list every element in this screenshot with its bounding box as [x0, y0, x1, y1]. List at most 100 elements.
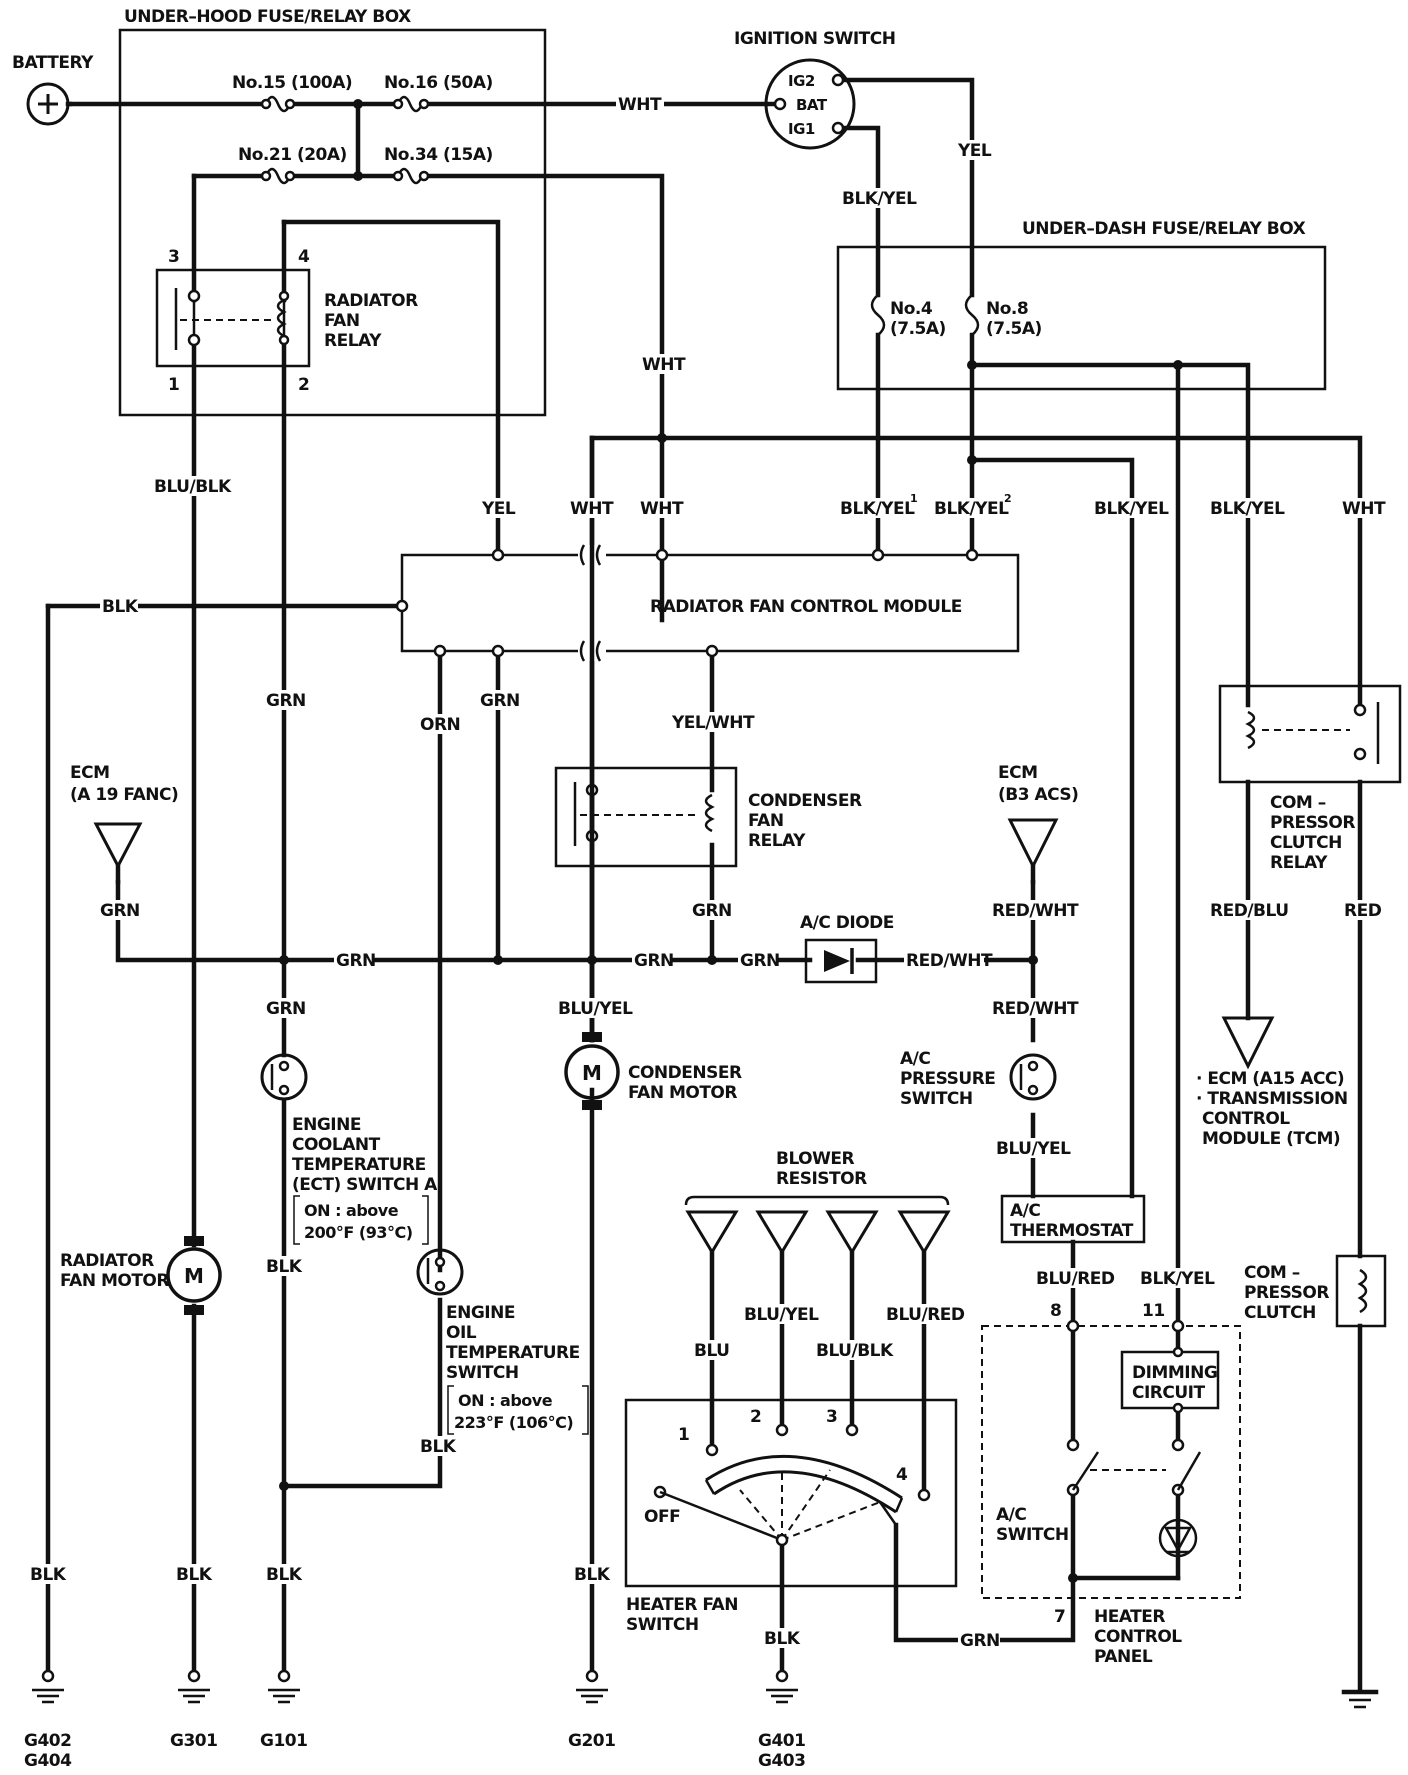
fuse-4-label: No.4 — [890, 299, 933, 319]
ect-label-4: (ECT) SWITCH A — [292, 1175, 438, 1195]
ac-diode-icon — [804, 938, 878, 984]
underdash-box-title: UNDER–DASH FUSE/RELAY BOX — [1022, 219, 1306, 239]
cfm-label-1: CONDENSER — [628, 1063, 742, 1083]
wire-grn-ecm: GRN — [100, 901, 140, 921]
cfr-label-1: CONDENSER — [748, 791, 862, 811]
clutch-label-2: PRESSOR — [1244, 1283, 1329, 1303]
fuse-4-rating: (7.5A) — [890, 319, 946, 339]
ac-pressure-switch-icon — [1009, 1053, 1057, 1101]
cpr-label-4: RELAY — [1270, 853, 1328, 873]
wire-grn-ect: GRN — [266, 999, 306, 1019]
compressor-clutch-coil-icon — [1357, 1268, 1368, 1314]
wire-blk-g201: BLK — [574, 1565, 611, 1585]
wire-blu-bl: BLU — [694, 1341, 730, 1361]
heater-control-panel-box — [981, 1325, 1241, 1599]
hfs-pin-4: 4 — [896, 1465, 908, 1485]
rfm-label-1: RADIATOR — [60, 1251, 154, 1271]
fuse-16-label: No.16 (50A) — [384, 73, 493, 93]
hcp-label-2: CONTROL — [1094, 1627, 1182, 1647]
fuse-15-label: No.15 (100A) — [232, 73, 352, 93]
wire-blk-g301: BLK — [176, 1565, 213, 1585]
acps-label-2: PRESSURE — [900, 1069, 995, 1089]
ecm-fanc-triangle-icon — [93, 822, 143, 870]
wire-blk-mod: BLK — [102, 597, 139, 617]
hcp-pin-11: 11 — [1142, 1301, 1165, 1321]
wire-grn-ect-top: GRN — [266, 691, 306, 711]
text-labels: UNDER–HOOD FUSE/RELAY BOX BATTERY No.15 … — [12, 7, 1386, 1771]
wire-grn-bus3: GRN — [740, 951, 780, 971]
wire-blkyel2-mod: BLK/YEL — [934, 499, 1009, 519]
ecm-acs-label-1: ECM — [998, 763, 1038, 783]
hfs-pin-1: 1 — [678, 1425, 689, 1445]
indicator-led-icon — [1158, 1518, 1198, 1558]
compressor-clutch-relay-icon — [1245, 702, 1380, 764]
wire-blured-bl: BLU/RED — [886, 1305, 965, 1325]
ground-g401: G401 — [758, 1731, 805, 1751]
cfr-label-3: RELAY — [748, 831, 806, 851]
ignition-switch-icon — [764, 58, 856, 150]
ecm-acc-label-3: CONTROL — [1202, 1109, 1290, 1129]
rfr-pin-1: 1 — [168, 375, 179, 395]
rfr-label-3: RELAY — [324, 331, 382, 351]
ecm-fanc-label-2: (A 19 FANC) — [70, 785, 178, 805]
ecm-acc-triangle-icon — [1221, 1016, 1275, 1070]
heater-fan-switch-box — [624, 1398, 958, 1588]
ac-switch-icon — [1066, 1438, 1202, 1497]
bat-label: BAT — [796, 96, 828, 114]
wire-redwht-ecm: RED/WHT — [992, 901, 1079, 921]
ac-switch-label-2: SWITCH — [996, 1525, 1069, 1545]
ground-g403: G403 — [758, 1751, 805, 1770]
wire-blk-g101: BLK — [266, 1565, 303, 1585]
clutch-label-1: COM – — [1244, 1263, 1300, 1283]
ect-label-1: ENGINE — [292, 1115, 361, 1135]
wire-grn-hcp: GRN — [960, 1631, 1000, 1651]
ecm-fanc-label-1: ECM — [70, 763, 110, 783]
fuse-21-label: No.21 (20A) — [238, 145, 347, 165]
heater-fan-switch-icon — [653, 1423, 931, 1547]
ecm-acs-triangle-icon — [1007, 818, 1059, 870]
wire-wht-mod2: WHT — [640, 499, 684, 519]
wire-wht-bat: WHT — [618, 95, 662, 115]
wire-grn-bus1: GRN — [336, 951, 376, 971]
eot-label-4: SWITCH — [446, 1363, 519, 1383]
battery-label: BATTERY — [12, 53, 94, 73]
ground-g201: G201 — [568, 1731, 615, 1751]
hcp-pin-8: 8 — [1050, 1301, 1061, 1321]
rfm-m-label: M — [184, 1264, 203, 1288]
eot-on-line-2: 223°F (106°C) — [454, 1413, 573, 1432]
wire-wht-underhood: WHT — [642, 355, 686, 375]
condenser-fan-relay-icon — [573, 782, 715, 846]
ignition-switch-title: IGNITION SWITCH — [734, 29, 895, 49]
dimming-circuit-box — [1120, 1350, 1220, 1410]
rfr-label-1: RADIATOR — [324, 291, 418, 311]
fuse-34-label: No.34 (15A) — [384, 145, 493, 165]
hcp-label-1: HEATER — [1094, 1607, 1165, 1627]
hfs-label-2: SWITCH — [626, 1615, 699, 1635]
fuse-8-label: No.8 — [986, 299, 1028, 319]
wire-grn-cfr: GRN — [692, 901, 732, 921]
ect-on-line-2: 200°F (93°C) — [304, 1223, 413, 1242]
clutch-label-3: CLUTCH — [1244, 1303, 1316, 1323]
wire-bluyel-bl: BLU/YEL — [744, 1305, 819, 1325]
acps-label-1: A/C — [900, 1049, 930, 1069]
hcp-label-3: PANEL — [1094, 1647, 1153, 1667]
under-hood-fuse-relay-box — [118, 28, 547, 417]
ecm-acc-label-4: MODULE (TCM) — [1202, 1129, 1340, 1149]
dimming-label-2: CIRCUIT — [1132, 1383, 1205, 1403]
blower-label-2: RESISTOR — [776, 1169, 867, 1189]
rfm-label-2: FAN MOTOR — [60, 1271, 169, 1291]
wire-blured-hcp: BLU/RED — [1036, 1269, 1115, 1289]
dimming-label-1: DIMMING — [1132, 1363, 1217, 1383]
eot-switch-icon — [416, 1248, 464, 1296]
wire-bluyel-acps: BLU/YEL — [996, 1139, 1071, 1159]
wire-blkyel-thermo: BLK/YEL — [1094, 499, 1169, 519]
wire-bluyel-cfm: BLU/YEL — [558, 999, 633, 1019]
ground-g301: G301 — [170, 1731, 217, 1751]
wire-blkyel-hcp: BLK/YEL — [1140, 1269, 1215, 1289]
eot-label-3: TEMPERATURE — [446, 1343, 580, 1363]
fuse-icons — [264, 95, 980, 336]
ac-diode-label: A/C DIODE — [800, 913, 894, 933]
acps-label-3: SWITCH — [900, 1089, 973, 1109]
ecm-acs-label-2: (B3 ACS) — [998, 785, 1078, 805]
cfr-label-2: FAN — [748, 811, 784, 831]
